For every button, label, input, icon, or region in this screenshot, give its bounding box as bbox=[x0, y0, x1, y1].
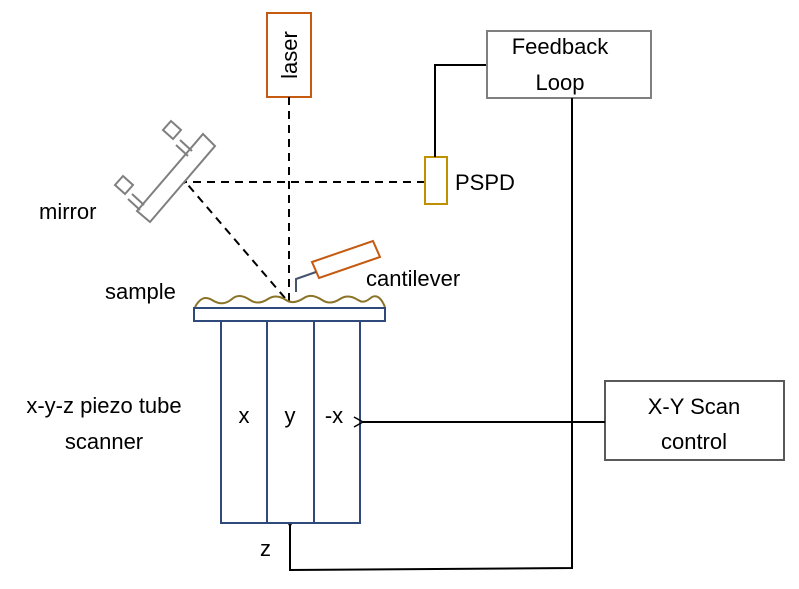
pspd-label: PSPD bbox=[455, 170, 515, 195]
mirror-mount-arm bbox=[127, 198, 141, 211]
mirror-bar bbox=[135, 132, 217, 224]
scanner-column-y-label: y bbox=[285, 403, 296, 428]
mirror-mount-block bbox=[113, 174, 135, 196]
cantilever bbox=[295, 239, 382, 292]
feedback-loop-box bbox=[486, 30, 652, 99]
laser-label: laser bbox=[277, 31, 302, 79]
cantilever-label: cantilever bbox=[366, 266, 460, 291]
scanner-column-neg-x-label: -x bbox=[325, 403, 343, 428]
sample-plate bbox=[193, 307, 386, 322]
feedback-loop-label-line2: Loop bbox=[536, 70, 585, 95]
scanner-label-line1: x-y-z piezo tube bbox=[26, 393, 181, 418]
scanner-column-y bbox=[266, 320, 315, 524]
xy-scan-control-box bbox=[604, 380, 785, 461]
z-label: z bbox=[260, 536, 271, 561]
laser: laser bbox=[266, 12, 312, 98]
mirror-mount-block bbox=[161, 119, 183, 141]
piezo-tube-scanner bbox=[220, 320, 361, 524]
reflected-beam-diagonal bbox=[187, 184, 286, 299]
mirror-mount-arm bbox=[179, 139, 193, 152]
xy-scan-control-label-line2: control bbox=[661, 429, 727, 454]
pspd-feedback-connector bbox=[434, 64, 487, 157]
mirror-mount-arm bbox=[131, 193, 145, 206]
cantilever-tip bbox=[295, 271, 317, 292]
mirror-mount-arm bbox=[175, 144, 189, 157]
scanner-column-neg-x bbox=[313, 320, 361, 524]
scanner-label-line2: scanner bbox=[65, 429, 143, 454]
mirror bbox=[113, 119, 217, 224]
feedback-loop-label-line1: Feedback bbox=[512, 34, 610, 59]
sample-label: sample bbox=[105, 279, 176, 304]
pspd-box bbox=[424, 156, 448, 205]
feedback-z-connector bbox=[290, 98, 573, 572]
sample-surface bbox=[194, 294, 386, 308]
xy-scan-control-label-line1: X-Y Scan bbox=[648, 394, 741, 419]
scanner-column-x-label: x bbox=[239, 403, 250, 428]
mirror-label: mirror bbox=[39, 199, 96, 224]
laser-box bbox=[266, 12, 312, 98]
cantilever-body bbox=[310, 239, 382, 280]
